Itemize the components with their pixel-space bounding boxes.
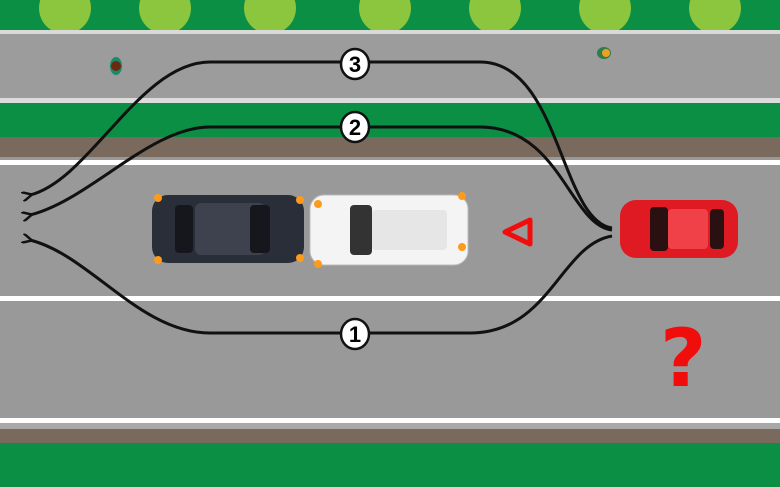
gravel-strip <box>0 137 780 157</box>
lane-line <box>0 418 780 423</box>
route-3-label: 3 <box>339 47 371 81</box>
lane-line <box>0 160 780 165</box>
pedestrian-icon <box>110 57 122 75</box>
route-1-number: 1 <box>349 322 361 347</box>
sidewalk <box>0 34 780 98</box>
route-3-number: 3 <box>349 52 361 77</box>
black-car <box>152 194 304 264</box>
lane-line <box>0 296 780 301</box>
question-mark: ? <box>660 312 707 405</box>
red-car <box>620 200 738 258</box>
white-suv <box>309 192 469 268</box>
route-2-label: 2 <box>339 110 371 144</box>
warning-triangle-icon <box>502 217 533 247</box>
route-3-path <box>30 60 613 230</box>
bushes <box>39 0 741 34</box>
pedestrian-icon <box>597 47 611 59</box>
gravel-strip <box>0 429 780 445</box>
bottom-grass <box>0 443 780 487</box>
route-2-number: 2 <box>349 115 361 140</box>
route-1-label: 1 <box>339 317 371 351</box>
